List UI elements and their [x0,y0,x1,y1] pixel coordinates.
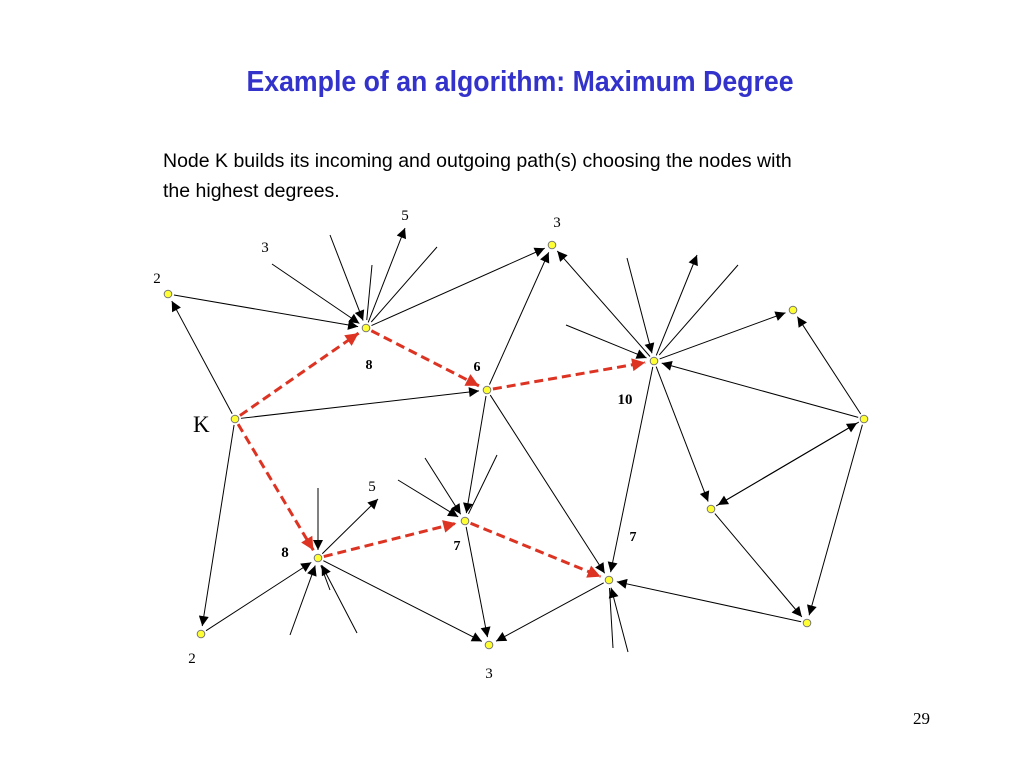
node-nE [460,516,470,526]
edge-nR2-nR3 [717,421,860,506]
node-nA [361,323,371,333]
edge-nB-nE [463,395,487,514]
label-k: K [193,412,210,437]
node-nTL2 [163,289,173,299]
edge-k-nTL2 [171,300,233,414]
edge-nBL2-nD [205,561,312,632]
edge-k-nBL2 [198,424,235,627]
node-nB3 [484,640,494,650]
node-nF [604,575,614,585]
node-nR3 [706,504,716,514]
stub-edge-nC-6 [655,254,698,356]
node-k [230,414,240,424]
description-line-1: Node K builds its incoming and outgoing … [163,150,792,172]
edge-k-nB [240,387,480,419]
stub-edge-nD-10 [321,498,379,555]
slide-description: Node K builds its incoming and outgoing … [163,146,863,206]
stub-edge-nC-5 [626,257,655,354]
edge-nR3-nR4 [714,513,803,618]
label-nB: 6 [474,360,481,375]
label-nE: 7 [454,539,461,554]
label-stub5b: 5 [368,479,376,495]
edge-nD-nB3 [323,560,483,642]
edges-layer [171,227,863,653]
label-nA: 8 [366,358,373,373]
description-line-2: the highest degrees. [163,180,340,202]
edge-nE-nB3 [465,526,491,638]
max-degree-path-layer [236,329,646,578]
edge-nC-nR3 [655,366,710,502]
label-nD: 8 [281,545,289,561]
stub-edge-nD-13 [320,565,331,591]
label-nB3: 3 [485,666,493,682]
labels-layer: K 8 6 10 8 7 7 3 2 2 3 3 5 5 [153,208,636,682]
stub-edge-nA-0 [271,263,360,324]
stub-edge-nA-1 [329,234,365,321]
path-edge-nA-nB [370,329,480,388]
edge-nTL2-nA [173,294,359,330]
edge-nC-nR1 [659,311,786,360]
stub-edge-nE-16 [468,454,498,515]
label-nTop3: 3 [553,215,561,231]
path-edge-nD-nE [323,520,457,558]
stub-edge-nA-2 [367,227,407,323]
nodes-layer [163,240,869,650]
slide-title: Example of an algorithm: Maximum Degree [246,66,794,98]
node-nB [482,385,492,395]
stub-edge-nE-14 [424,457,462,515]
path-edge-nB-nC [492,358,646,391]
node-nTop3 [547,240,557,250]
edge-nF-nB3 [495,582,604,642]
slide-number: 29 [913,709,930,728]
node-nBL2 [196,629,206,639]
edge-nC-nTop3 [556,250,651,357]
edge-nB-nTop3 [488,252,550,385]
stub-edge-nC-7 [658,264,739,356]
edge-nR2-nR1 [796,316,862,415]
path-edge-k-nD [236,423,315,552]
node-nR1 [788,305,798,315]
stub-edge-nA-3 [370,246,438,323]
edge-nA-nTop3 [371,247,545,327]
node-nD [313,553,323,563]
edge-nC-nF [607,366,654,573]
stub-edge-nC-8 [565,324,647,359]
node-nR2 [859,414,869,424]
label-stub5a: 5 [401,208,409,224]
stub-edge-nF-18 [608,587,614,649]
stub-edge-nF-17 [608,587,629,653]
edge-nR2-nR4 [807,424,863,616]
stub-edge-nE-15 [397,479,459,518]
node-nR4 [802,618,812,628]
stub-edge-nA-4 [366,264,373,321]
label-stub3: 3 [261,240,269,256]
node-nC [649,356,659,366]
path-edge-k-nA [239,331,360,417]
stub-edge-nD-11 [289,565,317,636]
label-nBL2: 2 [188,651,196,667]
label-nF: 7 [630,530,637,545]
label-nTL2: 2 [153,271,161,287]
edge-nB-nF [489,394,606,574]
label-nC: 10 [618,392,633,408]
stub-edge-nD-12 [321,564,358,634]
edge-nR2-nC [661,360,859,418]
path-edge-nE-nF [469,521,602,578]
edge-nR4-nF [616,578,802,623]
